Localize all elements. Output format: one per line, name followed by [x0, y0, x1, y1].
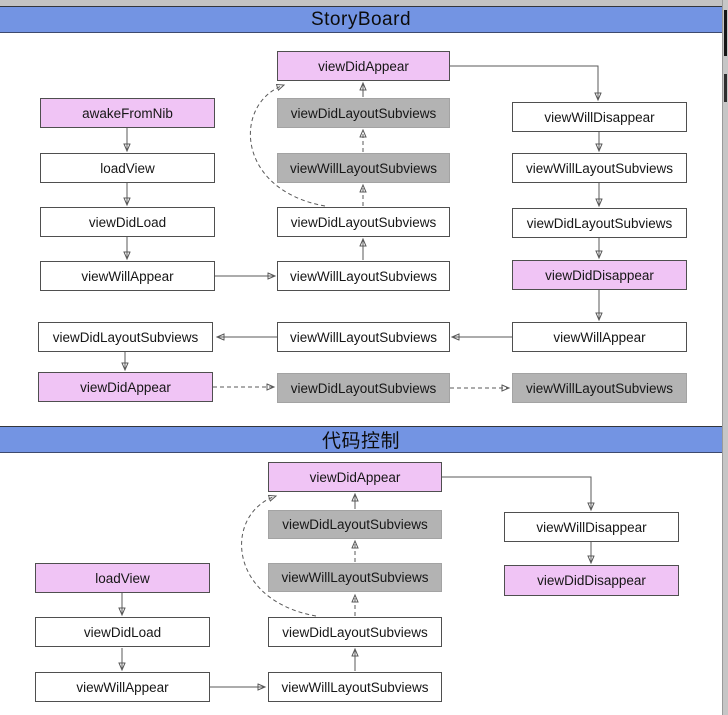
node-view-did-appear: viewDidAppear [268, 462, 442, 492]
section-header-storyboard: StoryBoard [0, 6, 722, 33]
node-view-did-appear: viewDidAppear [38, 372, 213, 402]
node-view-did-disappear: viewDidDisappear [504, 565, 679, 596]
node-awake-from-nib: awakeFromNib [40, 98, 215, 128]
section-title: 代码控制 [321, 431, 400, 452]
node-view-did-layout-subviews: viewDidLayoutSubviews [268, 617, 442, 647]
node-view-will-layout-subviews: viewWillLayoutSubviews [512, 153, 687, 183]
section-title: StoryBoard [310, 8, 412, 30]
node-view-did-layout-subviews: viewDidLayoutSubviews [277, 207, 450, 237]
node-view-will-layout-subviews: viewWillLayoutSubviews [512, 373, 687, 403]
node-view-did-layout-subviews: viewDidLayoutSubviews [277, 98, 450, 128]
edge [450, 65, 598, 100]
node-view-will-disappear: viewWillDisappear [504, 512, 679, 542]
node-view-did-layout-subviews: viewDidLayoutSubviews [268, 510, 442, 539]
node-view-did-appear: viewDidAppear [277, 51, 450, 81]
node-load-view: loadView [40, 153, 215, 183]
section-header-code-control: 代码控制 [0, 426, 722, 453]
node-view-will-appear: viewWillAppear [40, 261, 215, 291]
node-view-will-appear: viewWillAppear [35, 672, 210, 702]
scrollbar-thumb[interactable] [724, 74, 727, 102]
node-view-will-layout-subviews: viewWillLayoutSubviews [268, 563, 442, 592]
edge [442, 476, 591, 510]
node-view-will-layout-subviews: viewWillLayoutSubviews [277, 322, 450, 352]
node-view-will-disappear: viewWillDisappear [512, 102, 687, 132]
node-view-did-layout-subviews: viewDidLayoutSubviews [512, 208, 687, 238]
node-view-will-layout-subviews: viewWillLayoutSubviews [277, 261, 450, 291]
node-view-will-layout-subviews: viewWillLayoutSubviews [268, 672, 442, 702]
window-top-strip [0, 0, 728, 6]
node-view-did-load: viewDidLoad [35, 617, 210, 647]
scrollbar-track[interactable] [722, 0, 728, 715]
node-load-view: loadView [35, 563, 210, 593]
node-view-did-disappear: viewDidDisappear [512, 260, 687, 290]
node-view-will-appear: viewWillAppear [512, 322, 687, 352]
scrollbar-thumb[interactable] [724, 10, 727, 56]
node-view-will-layout-subviews: viewWillLayoutSubviews [277, 153, 450, 183]
node-view-did-layout-subviews: viewDidLayoutSubviews [277, 373, 450, 403]
node-view-did-layout-subviews: viewDidLayoutSubviews [38, 322, 213, 352]
node-view-did-load: viewDidLoad [40, 207, 215, 237]
